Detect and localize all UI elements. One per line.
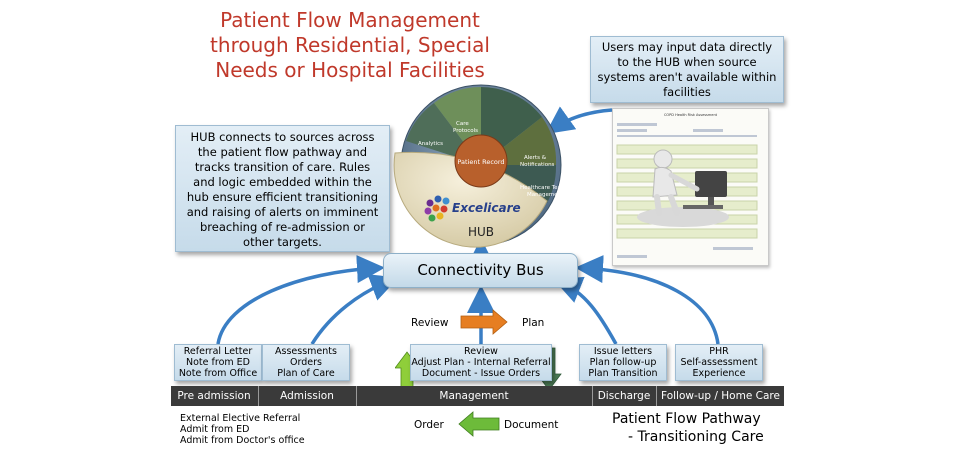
arrow-admission-to-bus [310, 274, 399, 345]
hub-description-note: HUB connects to sources across the patie… [175, 125, 390, 252]
arrow-discharge-to-bus [553, 276, 618, 345]
page-title: Patient Flow Management through Resident… [185, 8, 515, 83]
stage-line: PHR [709, 346, 729, 357]
stage-box-discharge: Issue letters Plan follow-up Plan Transi… [579, 344, 667, 381]
stage-line: Note from Office [178, 368, 258, 379]
segment-label: Analytics [418, 141, 443, 147]
stage-line: Assessments [275, 346, 337, 357]
note-line: breaching of re-admission or [199, 220, 366, 234]
note-line: Users may input data directly [601, 40, 773, 54]
cycle-review-label: Review [411, 317, 449, 329]
phase-preadmission: Pre admission [177, 390, 251, 402]
note-line: the patient flow pathway and [197, 145, 368, 159]
form-title: COPD Health Risk Assessment [663, 113, 718, 117]
stage-line: Review [464, 346, 498, 357]
cycle-order-label: Order [414, 419, 444, 431]
hub-wheel: Patient Record Analytics Care Protocols … [393, 84, 566, 248]
stage-line: Plan follow-up [589, 357, 657, 368]
note-line: hub ensure efficient transitioning [186, 190, 379, 204]
note-line: and logic embedded within the [193, 175, 372, 189]
pathway-line: - Transitioning Care [628, 429, 764, 445]
stage-box-followup: PHR Self-assessment Experience [675, 344, 763, 381]
phase-followup: Follow-up / Home Care [661, 390, 780, 402]
hub-label: HUB [468, 225, 494, 239]
person-at-computer-icon [637, 149, 729, 227]
intake-line: External Elective Referral [180, 413, 301, 424]
segment-label: Alerts & [524, 155, 547, 161]
users-input-note: Users may input data directly to the HUB… [590, 36, 784, 103]
form-body [616, 123, 758, 258]
intake-line: Admit from Doctor's office [180, 435, 305, 446]
pathway-line: Patient Flow Pathway [612, 411, 761, 427]
note-line: facilities [663, 85, 711, 99]
arrow-followup-to-bus [575, 255, 720, 345]
stage-line: Self-assessment [680, 357, 758, 368]
phase-management: Management [439, 390, 509, 402]
phase-admission: Admission [280, 390, 334, 402]
stage-line: Note from ED [186, 357, 250, 368]
note-line: HUB connects to sources across [190, 130, 375, 144]
cycle-plan-label: Plan [522, 317, 545, 329]
cycle-arrows [395, 309, 562, 437]
title-line: Needs or Hospital Facilities [215, 58, 485, 82]
segment-label: Management [527, 192, 564, 198]
title-line: through Residential, Special [210, 33, 490, 57]
stage-line: Issue letters [593, 346, 653, 357]
segment-label: Care [456, 121, 469, 127]
green-left-arrow-icon [458, 411, 500, 437]
note-line: and raising of alerts on imminent [186, 205, 379, 219]
intake-sources: External Elective Referral Admit from ED… [180, 413, 305, 446]
stage-line: Plan Transition [588, 368, 658, 379]
phase-bar: Pre admission Admission Management Disch… [171, 386, 784, 406]
note-line: tracks transition of care. Rules [194, 160, 371, 174]
assessment-form-image: COPD Health Risk Assessment [612, 108, 769, 266]
phase-discharge: Discharge [597, 390, 651, 402]
orange-right-arrow-icon [460, 309, 508, 335]
stage-line: Experience [692, 368, 746, 379]
stage-line: Orders [290, 357, 322, 368]
segment-label: Notifications [520, 162, 555, 168]
arrow-preadmission-to-bus [216, 255, 385, 345]
hub-brand: Excelicare [452, 201, 521, 215]
stage-box-admission: Assessments Orders Plan of Care [262, 344, 350, 381]
stage-box-preadmission: Referral Letter Note from ED Note from O… [174, 344, 262, 381]
pathway-caption: Patient Flow Pathway - Transitioning Car… [612, 410, 764, 446]
stage-line: Document - Issue Orders [421, 368, 541, 379]
stage-line: Adjust Plan - Internal Referral [411, 357, 551, 368]
stage-line: Plan of Care [277, 368, 335, 379]
segment-label: Patient Record [457, 158, 504, 166]
note-line: systems aren't available within [597, 70, 777, 84]
note-line: other targets. [243, 235, 322, 249]
stage-line: Referral Letter [183, 346, 253, 357]
excelicare-logo-icon [424, 195, 450, 222]
connectivity-bus: Connectivity Bus [383, 253, 578, 288]
note-line: to the HUB when source [617, 55, 757, 69]
stage-box-management: Review Adjust Plan - Internal Referral D… [410, 344, 552, 381]
cycle-document-label: Document [504, 419, 559, 431]
title-line: Patient Flow Management [220, 8, 480, 32]
segment-label: Healthcare Team [520, 185, 566, 191]
intake-line: Admit from ED [180, 424, 250, 435]
segment-label: Protocols [453, 128, 478, 134]
arrow-form-to-hub [545, 106, 613, 135]
